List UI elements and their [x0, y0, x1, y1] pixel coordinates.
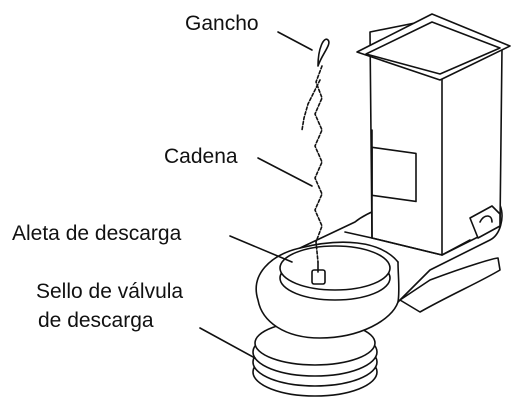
hook-label: Gancho	[185, 12, 259, 35]
chain	[301, 65, 323, 263]
seal-label-line2: de descarga	[38, 309, 154, 332]
flapper-leader	[229, 235, 293, 263]
hook-leader	[277, 31, 313, 51]
chain-leader	[257, 157, 313, 187]
chain-label: Cadena	[164, 145, 238, 168]
hook	[317, 38, 330, 67]
flapper-label: Aleta de descarga	[12, 222, 182, 245]
seal-label-line1: Sello de válvula	[36, 280, 184, 303]
overflow-tube	[344, 13, 511, 256]
seal-leader	[199, 327, 256, 359]
flapper-cap	[279, 245, 391, 301]
